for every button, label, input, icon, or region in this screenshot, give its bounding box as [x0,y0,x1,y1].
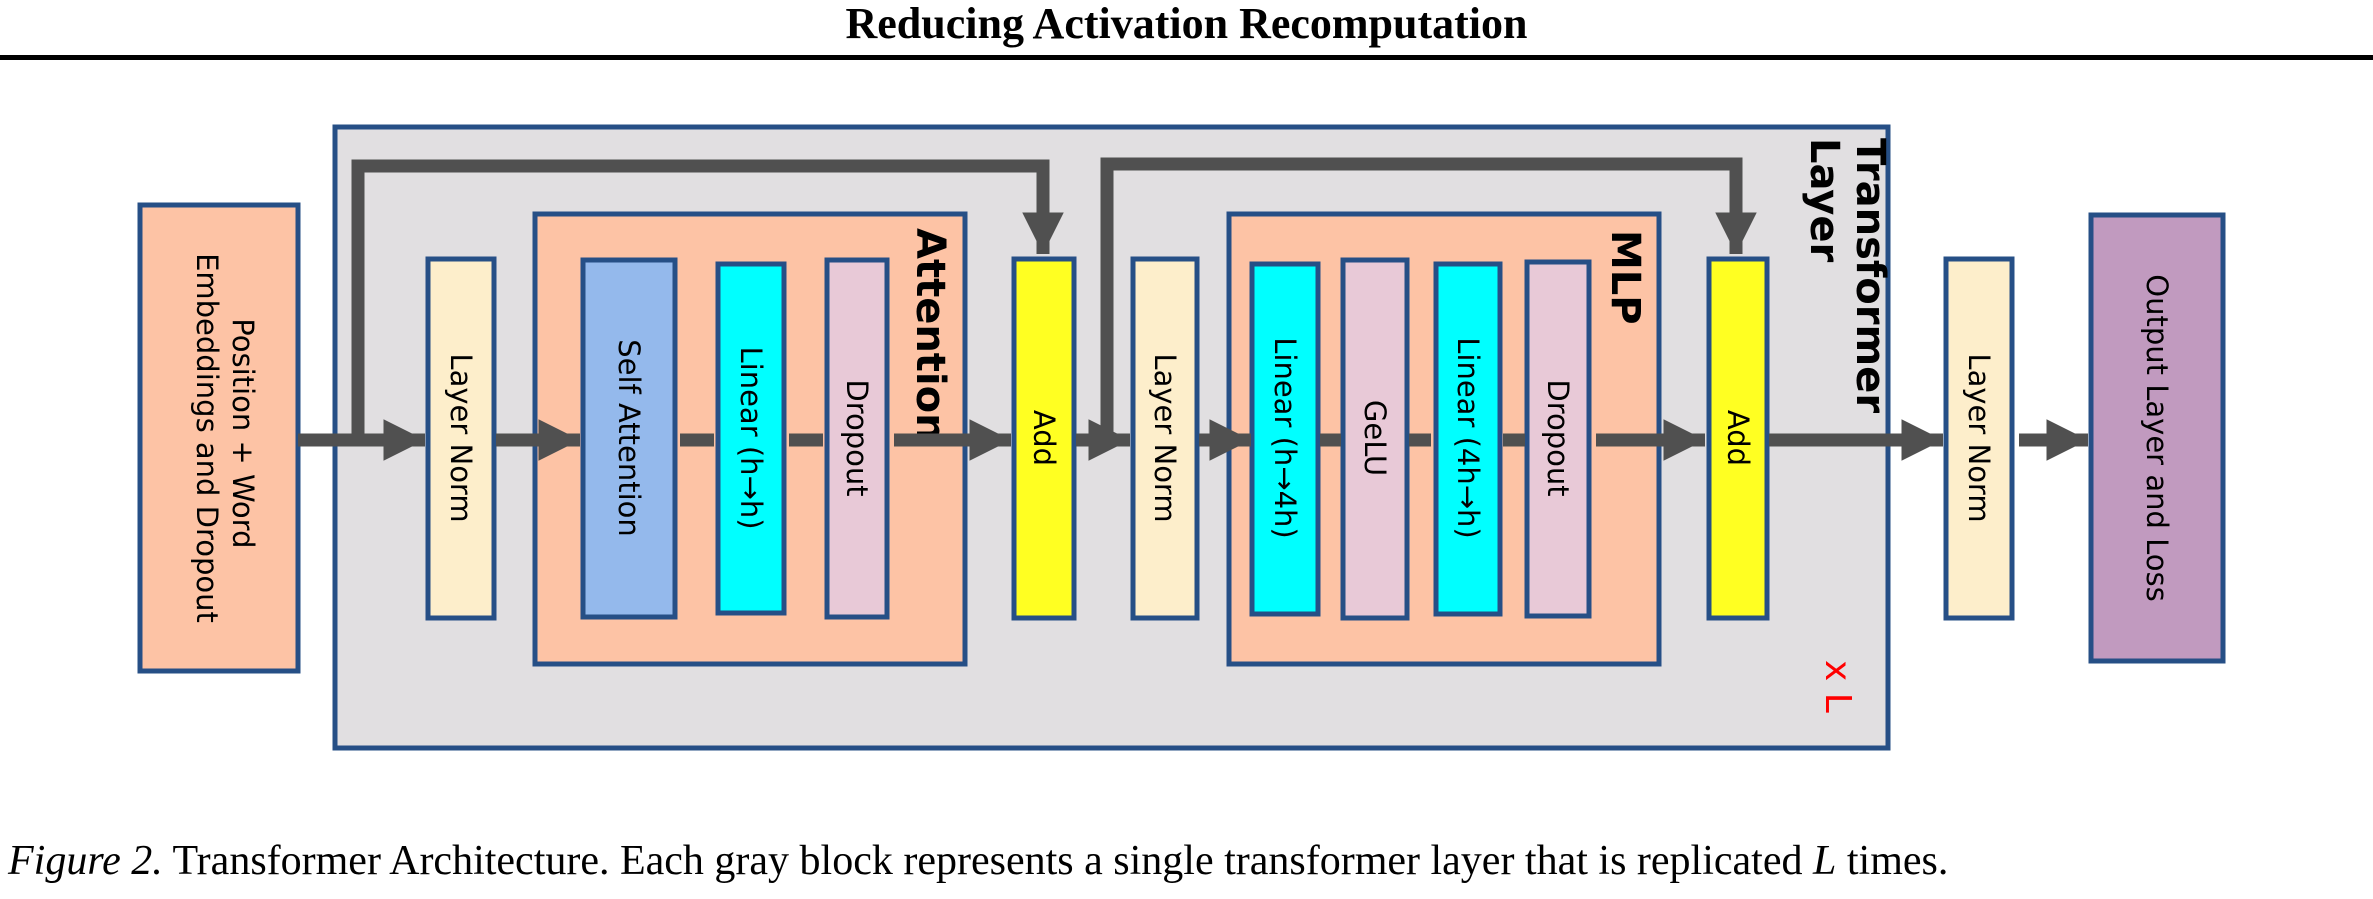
figure-caption: Figure 2. Transformer Architecture. Each… [8,836,2373,886]
add-2-label: Add [1721,410,1755,466]
embedding-block: Position + Word Embeddings and Dropout [137,202,301,674]
caption-variable: L [1813,838,1837,884]
final-layer-norm: Layer Norm [1943,256,2015,621]
final-layer-norm-label: Layer Norm [1962,353,1996,522]
layer-norm-1: Layer Norm [425,256,497,621]
attention-group: Attention Self Attention Linear (h→h) Dr… [532,211,968,667]
embedding-box [137,202,301,674]
self-attention-box [580,257,678,620]
attention-linear-box [715,261,787,616]
residual-skip-arrow-1 [351,159,1064,440]
repeat-label: x L [1817,660,1858,713]
mlp-group-title: MLP [1602,230,1648,325]
attention-dropout-box [824,257,890,620]
transformer-architecture-diagram: Position + Word Embeddings and Dropout T… [137,124,2226,751]
add-2-box [1706,256,1770,621]
output-layer-label: Output Layer and Loss [2140,274,2174,601]
layer-norm-1-label: Layer Norm [444,353,478,522]
running-title: Reducing Activation Recomputation [845,0,1528,48]
mlp-group: MLP Linear (h→4h) GeLU Linear (4h→h) Dro… [1226,211,1662,667]
attention-linear-label: Linear (h→h) [734,346,768,529]
add-1-label: Add [1027,410,1061,466]
output-layer: Output Layer and Loss [2088,212,2226,664]
mlp-dropout-box [1524,259,1592,619]
caption-text-end: times. [1836,838,1949,884]
layer-norm-1-box [425,256,497,621]
transformer-layer-title-line1: Transformer [1847,138,1893,413]
self-attention-label: Self Attention [612,339,646,537]
final-layer-norm-box [1943,256,2015,621]
gelu-box [1340,257,1410,621]
layer-norm-2-box [1130,256,1200,621]
mlp-linear-2-label: Linear (4h→h) [1451,337,1485,539]
transformer-layer-title: Transformer Layer [1801,138,1893,427]
embedding-label: Position + Word Embeddings and Dropout [190,253,260,623]
mlp-dropout-label: Dropout [1541,379,1575,496]
attention-dropout-label: Dropout [840,379,874,496]
residual-skip-arrow-2 [1100,157,1757,440]
embedding-label-line1: Position + Word [226,318,260,548]
transformer-layer-title-line2: Layer [1801,138,1847,262]
gelu-label: GeLU [1358,400,1392,476]
figure-label: Figure 2. [8,838,163,884]
layer-norm-2-label: Layer Norm [1148,353,1182,522]
mlp-linear-1-box [1249,261,1321,617]
add-1: Add [1011,256,1077,621]
add-1-box [1011,256,1077,621]
layer-norm-2: Layer Norm [1130,256,1200,621]
mlp-linear-1-label: Linear (h→4h) [1268,337,1302,539]
mlp-linear-2-box [1433,261,1503,617]
embedding-label-line2: Embeddings and Dropout [190,253,224,623]
header-rule [0,55,2373,60]
attention-group-title: Attention [907,228,953,442]
add-2: Add [1706,256,1770,621]
output-layer-box [2088,212,2226,664]
caption-text: Transformer Architecture. Each gray bloc… [162,838,1813,884]
